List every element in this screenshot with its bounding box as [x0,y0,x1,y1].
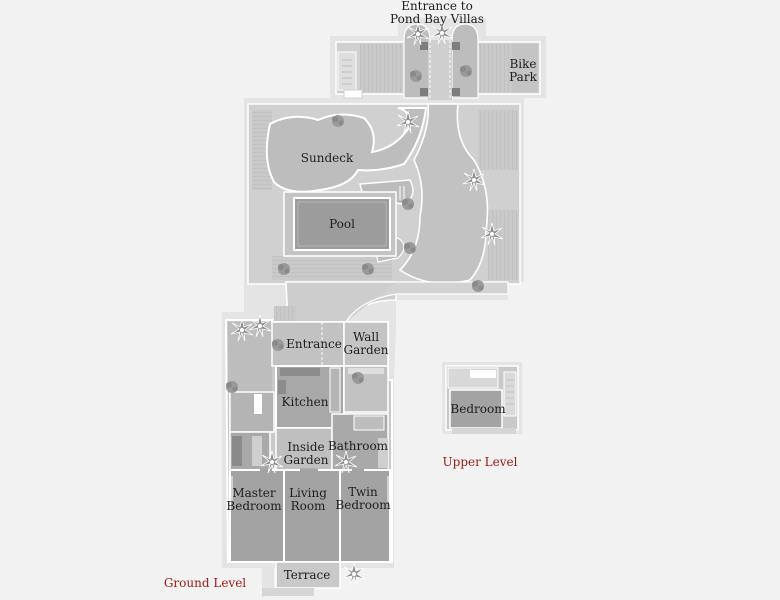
bathroom-label: Bathroom [328,439,389,453]
terrace-label: Terrace [284,568,331,582]
entrance-title-line2: Pond Bay Villas [390,12,484,26]
shrub-icon [402,198,414,210]
master-bedroom-label: Master [232,486,276,500]
ground-level-label: Ground Level [164,576,246,590]
garden-zone [247,103,521,285]
shrub-icon [472,280,484,292]
shrub-icon [226,381,238,393]
entrance-title-line1: Entrance to [401,0,473,13]
kitchen-label: Kitchen [282,395,329,409]
shrub-icon [404,242,416,254]
shrub-icon [460,65,472,77]
twin-bedroom-label-2: Bedroom [335,498,391,512]
shrub-icon [278,263,290,275]
shrub-icon [410,70,422,82]
inside-garden-label-2: Garden [284,453,329,467]
wall-garden-label: Wall [353,330,379,344]
entrance-label: Entrance [286,337,342,351]
labels: Entrance to Pond Bay Villas Bike Park Su… [164,0,538,590]
shrub-icon [362,263,374,275]
inside-garden-label: Inside [287,440,324,454]
upper-level-plan [442,362,522,434]
bike-park-label-2: Park [509,70,537,84]
master-bedroom-label-2: Bedroom [226,499,282,513]
upper-level-label: Upper Level [443,455,518,469]
twin-bedroom-label: Twin [348,485,378,499]
bike-park-label: Bike [509,57,536,71]
shrub-icon [272,339,284,351]
upper-bedroom-label: Bedroom [450,402,506,416]
entrance-area [335,23,541,100]
living-room-label-2: Room [291,499,326,513]
shrub-icon [332,115,344,127]
living-room-label: Living [289,486,327,500]
shrub-icon [352,372,364,384]
house [224,319,393,596]
pool-label: Pool [329,217,355,231]
wall-garden-label-2: Garden [344,343,389,357]
sundeck-label: Sundeck [301,151,354,165]
